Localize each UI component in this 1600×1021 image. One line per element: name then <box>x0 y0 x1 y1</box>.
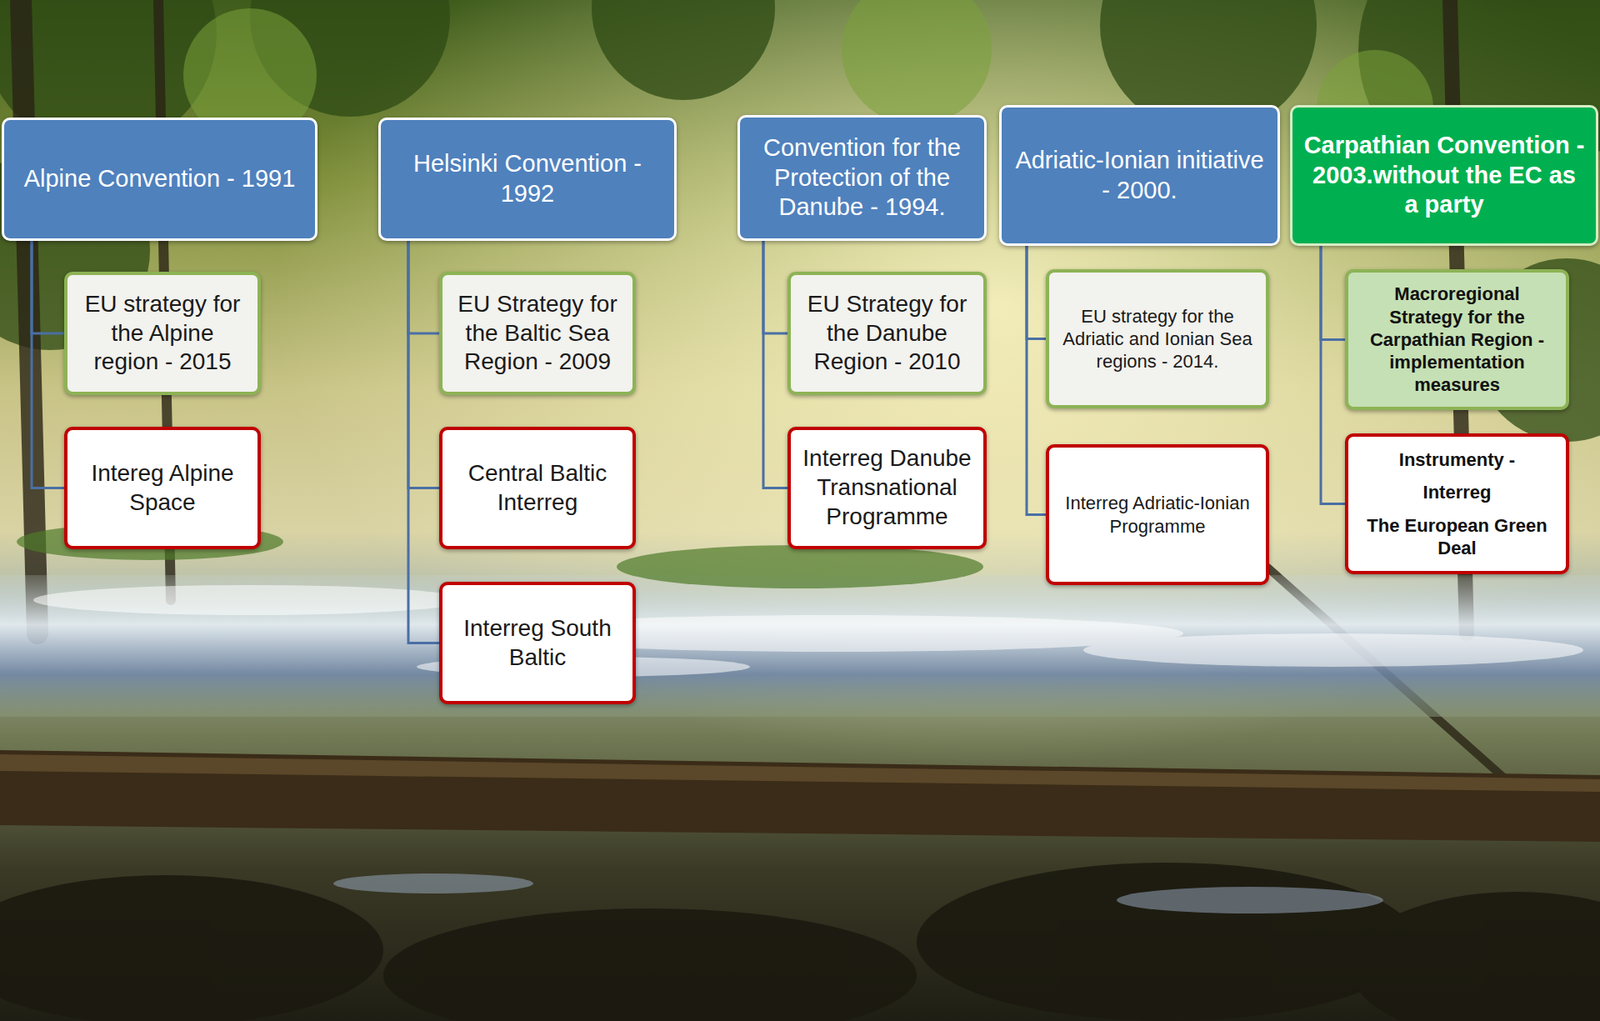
box-label: EU Strategy for the Danube Region - 2010 <box>800 290 974 377</box>
box-label: Interreg Danube Transnational Programme <box>800 444 974 531</box>
strategy-box: EU Strategy for the Danube Region - 2010 <box>787 271 987 395</box>
programme-box: Instrumenty - InterregThe European Green … <box>1345 433 1570 575</box>
tree-connector <box>408 240 440 489</box>
strategy-box: EU strategy for the Alpine region - 2015 <box>64 271 261 395</box>
convention-box: Adriatic-Ionian initiative - 2000. <box>999 105 1280 246</box>
programme-box: Interreg South Baltic <box>439 581 636 705</box>
convention-box: Alpine Convention - 1991 <box>1 117 318 241</box>
box-label: Convention for the Protection of the Dan… <box>750 133 975 224</box>
box-label: Interreg <box>1358 480 1556 504</box>
box-label: Interreg Adriatic-Ionian Programme <box>1059 491 1256 538</box>
convention-box: Carpathian Convention - 2003.without the… <box>1290 105 1599 246</box>
convention-box: Convention for the Protection of the Dan… <box>737 115 987 241</box>
programme-box: Interreg Adriatic-Ionian Programme <box>1045 444 1270 585</box>
box-label: Helsinki Convention - 1992 <box>390 149 665 210</box>
convention-box: Helsinki Convention - 1992 <box>378 117 677 241</box>
box-label: Carpathian Convention - 2003.without the… <box>1302 130 1586 221</box>
programme-box: Intereg Alpine Space <box>64 426 261 550</box>
tree-connector <box>1026 245 1046 515</box>
tree-connector <box>763 240 788 334</box>
box-label: Instrumenty - <box>1358 448 1556 471</box>
strategy-box: Macroregional Strategy for the Carpathia… <box>1345 269 1570 410</box>
box-label: Central Baltic Interreg <box>452 459 623 517</box>
tree-connector <box>408 240 440 334</box>
box-label: The European Green Deal <box>1358 514 1556 560</box>
programme-box: Central Baltic Interreg <box>439 426 636 550</box>
strategy-box: EU Strategy for the Baltic Sea Region - … <box>439 271 636 395</box>
box-label: Adriatic-Ionian initiative - 2000. <box>1011 145 1268 206</box>
box-label: Macroregional Strategy for the Carpathia… <box>1358 282 1556 396</box>
tree-connector <box>408 240 440 644</box>
tree-connector <box>1320 245 1345 505</box>
programme-box: Interreg Danube Transnational Programme <box>787 426 987 550</box>
strategy-box: EU strategy for the Adriatic and Ionian … <box>1045 269 1270 409</box>
tree-connector <box>31 240 65 489</box>
tree-connector <box>1026 245 1046 340</box>
tree-connector <box>1320 245 1345 340</box>
tree-connector <box>31 240 65 334</box>
box-label: Intereg Alpine Space <box>77 459 248 517</box>
box-label: EU strategy for the Adriatic and Ionian … <box>1059 305 1256 374</box>
box-label: Interreg South Baltic <box>452 614 623 672</box>
box-label: Alpine Convention - 1991 <box>14 164 305 195</box>
box-label: EU strategy for the Alpine region - 2015 <box>77 290 248 377</box>
box-label: EU Strategy for the Baltic Sea Region - … <box>452 290 623 377</box>
tree-connector <box>763 240 788 489</box>
